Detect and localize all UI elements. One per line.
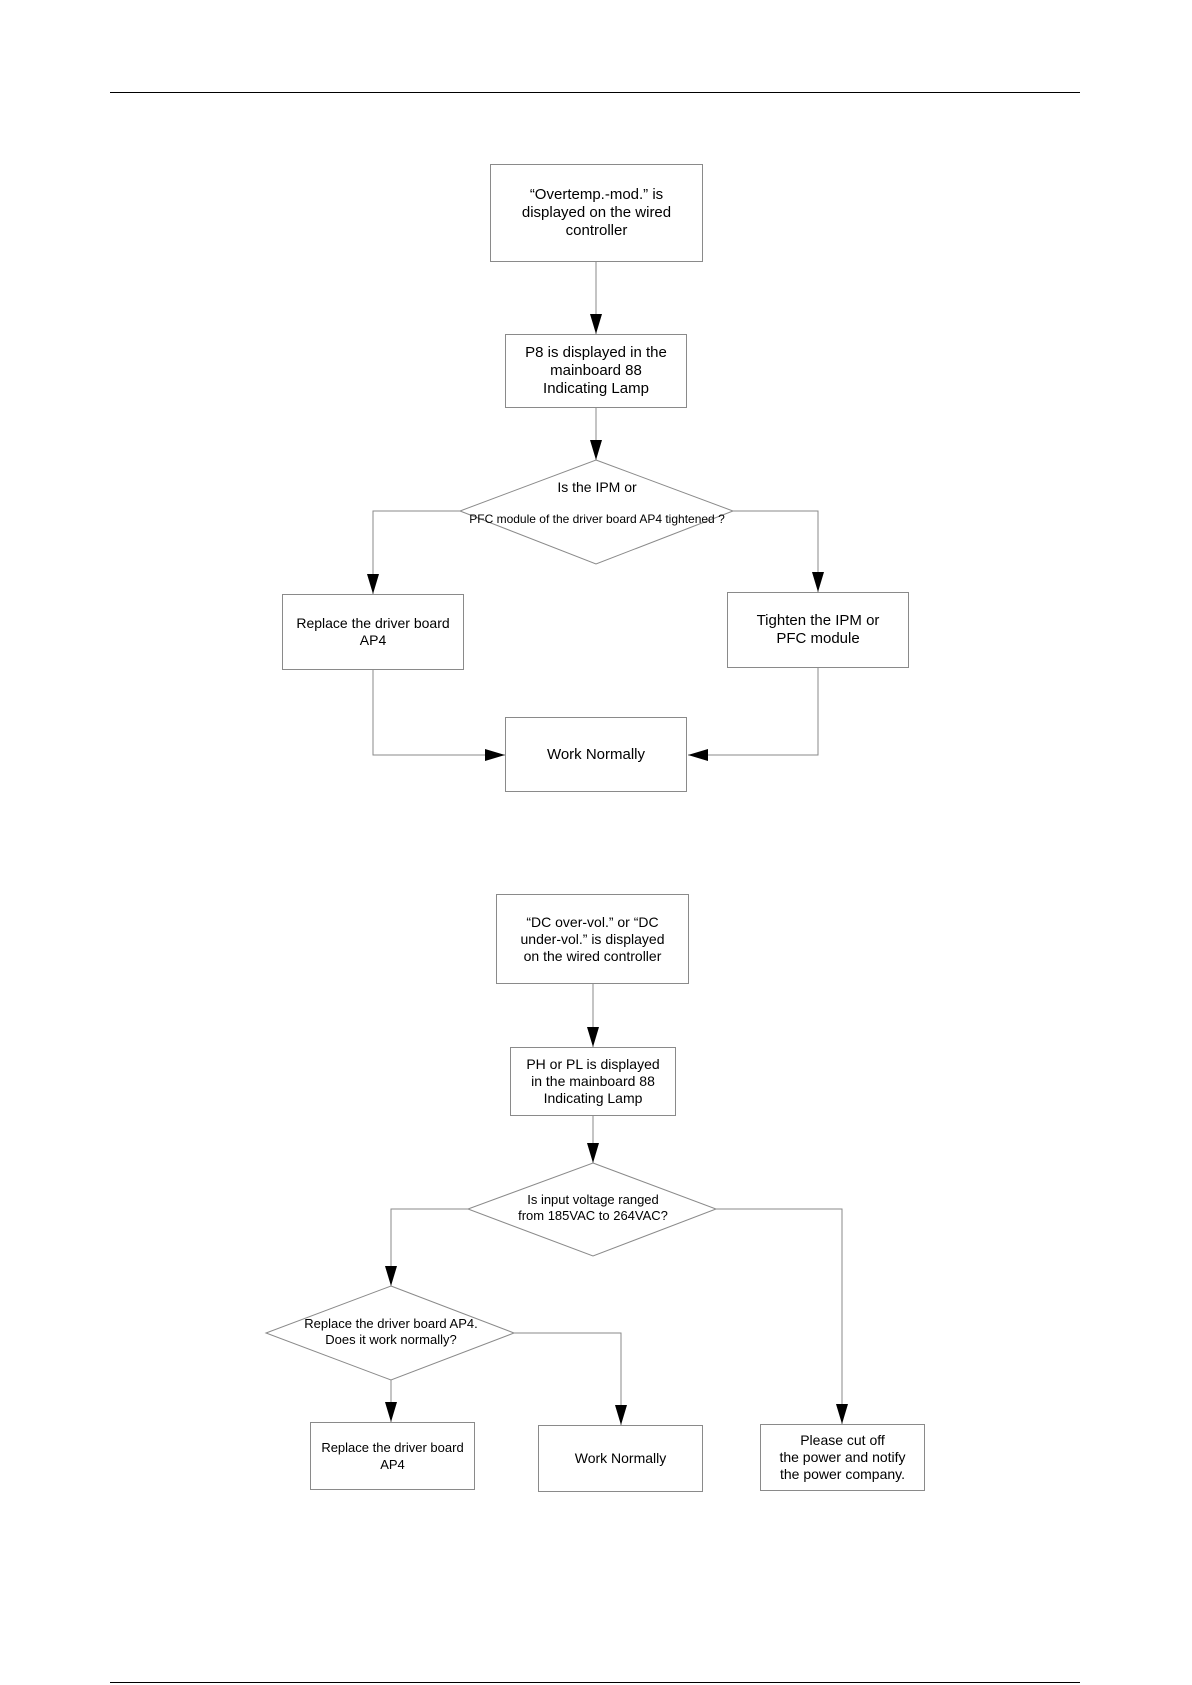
connector [372,670,505,761]
step-box-p8: P8 is displayed in the mainboard 88 Indi… [505,334,687,408]
work-normally-box: Work Normally [505,717,687,792]
start-box-dc-voltage: “DC over-vol.” or “DC under-vol.” is dis… [496,894,689,984]
header-rule [110,92,1080,93]
decision-input-voltage: Is input voltage ranged from 185VAC to 2… [518,1192,668,1223]
connector [716,1208,848,1424]
decision-diamond [466,1162,718,1257]
decision-ipm-tightened: Is the IPM or PFC module of the driver b… [440,479,754,526]
work-normally-box-2: Work Normally [538,1425,703,1492]
cut-power-box: Please cut off the power and notify the … [760,1424,925,1491]
connector [514,1332,627,1425]
connector [385,1208,468,1286]
connector [688,668,819,761]
replace-driver-board-box: Replace the driver board AP4 [282,594,464,670]
step-box-ph-pl: PH or PL is displayed in the mainboard 8… [510,1047,676,1116]
decision-diamond [458,459,735,565]
decision-diamond [264,1285,516,1381]
decision-replace-works: Replace the driver board AP4. Does it wo… [304,1316,478,1347]
start-box-overtemp: “Overtemp.-mod.” is displayed on the wir… [490,164,703,262]
connector [367,510,460,594]
decision-line-2: PFC module of the driver board AP4 tight… [469,512,725,526]
replace-driver-board-box-2: Replace the driver board AP4 [310,1422,475,1490]
tighten-module-box: Tighten the IPM or PFC module [727,592,909,668]
decision-line-1: Is the IPM or [557,479,637,495]
footer-rule [110,1682,1080,1683]
connector [733,510,824,592]
